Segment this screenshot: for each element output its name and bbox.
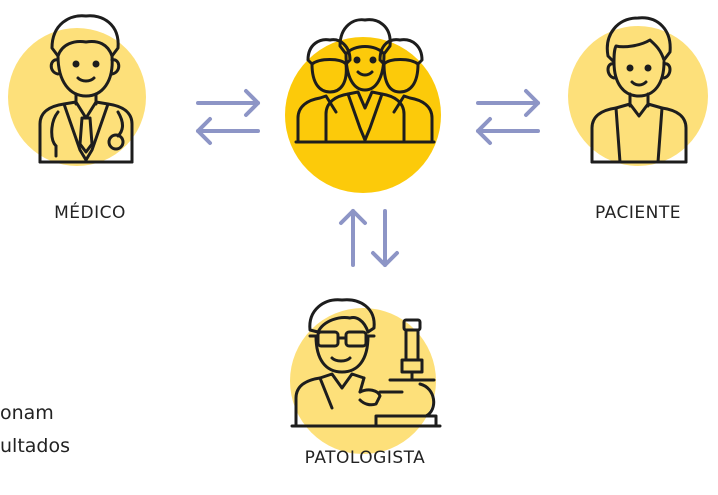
node-medico: MÉDICO — [0, 0, 200, 230]
side-text-line-2: ultados — [0, 435, 70, 457]
patient-icon — [590, 16, 688, 164]
paciente-label: PACIENTE — [595, 203, 681, 223]
node-team — [280, 0, 450, 200]
node-paciente: PACIENTE — [560, 0, 718, 230]
side-text-line-1: onam — [0, 402, 54, 424]
team-icon — [294, 18, 436, 144]
medico-label: MÉDICO — [54, 203, 126, 223]
doctor-icon — [38, 14, 134, 164]
swap-arrows-team-paciente — [476, 89, 540, 145]
patologista-label: PATOLOGISTA — [304, 448, 426, 468]
node-patologista: PATOLOGISTA — [280, 280, 450, 495]
swap-arrows-team-patologista — [339, 209, 399, 267]
pathologist-microscope-icon — [290, 298, 442, 428]
swap-arrows-medico-team — [196, 89, 260, 145]
